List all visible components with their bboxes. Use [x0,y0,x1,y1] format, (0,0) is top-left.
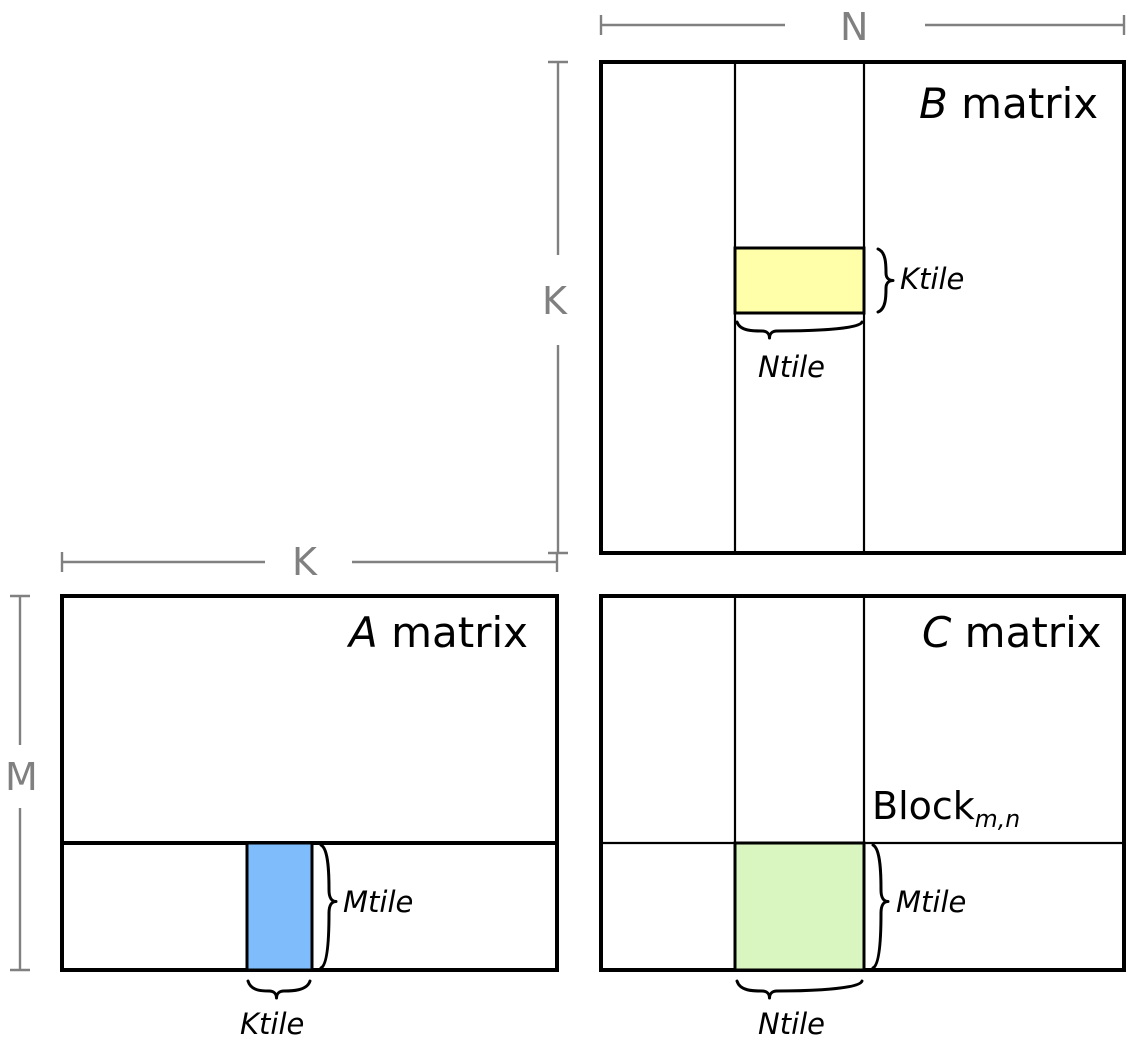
dimension-k-vertical [548,60,568,555]
dimension-label-n: N [840,5,869,49]
c-block-subscript: m,n [974,804,1021,833]
b-matrix-var: B [919,79,948,128]
a-tile-highlight [245,841,314,972]
b-ntile-brace [735,320,864,340]
b-matrix-title: B matrix [919,83,1098,125]
dimension-n [599,15,1126,35]
dimension-label-k-vertical: K [542,279,567,323]
dimension-label-k-horizontal: K [292,540,317,584]
a-matrix-var: A [349,608,378,657]
c-matrix-title: C matrix [922,612,1102,654]
a-ktile-label: Ktile [240,1007,305,1041]
dimension-m [10,594,30,972]
c-block-label: Blockm,n [872,784,1020,830]
a-matrix-suffix: matrix [377,608,528,657]
b-ktile-label: Ktile [900,262,965,296]
a-mtile-label: Mtile [343,885,414,919]
a-ktile-brace [246,979,312,1000]
b-matrix-graphic [599,60,1126,555]
c-tile-highlight [733,841,866,972]
dimension-k-horizontal [60,552,559,572]
c-ntile-brace [735,979,864,1000]
dimension-label-m: M [5,755,38,799]
b-ntile-label: Ntile [758,350,826,384]
a-mtile-brace [319,843,338,970]
c-mtile-label: Mtile [896,885,967,919]
b-ktile-brace [876,247,895,314]
c-matrix-suffix: matrix [951,608,1102,657]
a-matrix-graphic [60,594,559,972]
b-tile-highlight [733,246,866,315]
c-matrix-graphic [599,594,1126,972]
c-ntile-label: Ntile [758,1007,826,1041]
b-matrix-suffix: matrix [947,79,1099,128]
c-block-text: Block [872,784,975,828]
c-mtile-brace [871,843,890,970]
a-matrix-title: A matrix [349,612,528,654]
c-matrix-var: C [922,608,952,657]
